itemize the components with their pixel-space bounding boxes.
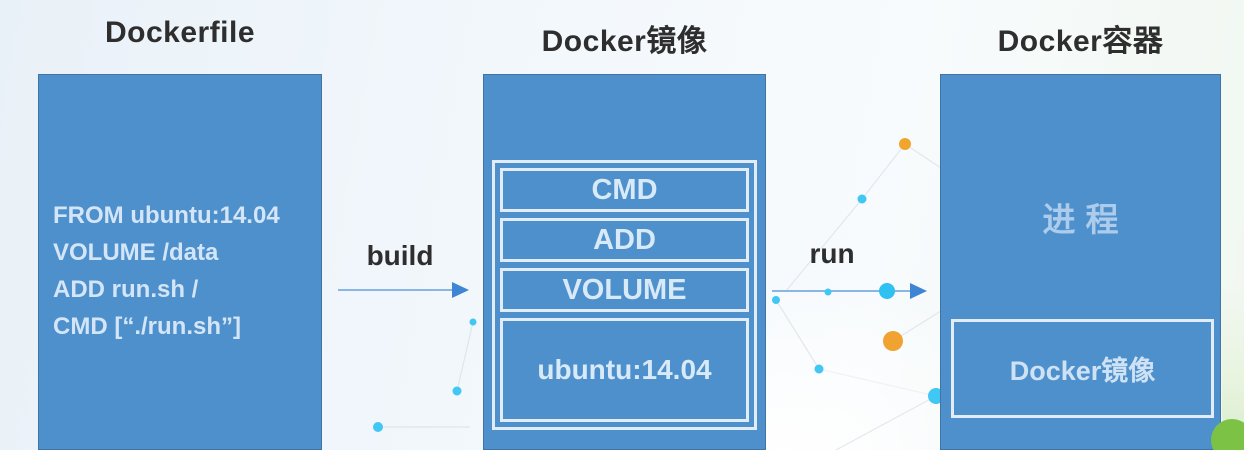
run-label: run <box>809 238 855 269</box>
layer-base-image: ubuntu:14.04 <box>500 318 749 422</box>
docker-container-box: 进程 Docker镜像 <box>940 74 1221 450</box>
code-line-volume: VOLUME /data <box>53 239 219 266</box>
code-line-cmd: CMD [“./run.sh”] <box>53 313 241 340</box>
green-accent-strip <box>1222 290 1244 450</box>
layer-volume: VOLUME <box>500 268 749 312</box>
build-label: build <box>366 240 434 271</box>
layer-add: ADD <box>500 218 749 262</box>
layer-cmd: CMD <box>500 168 749 212</box>
dockerfile-code: FROM ubuntu:14.04 VOLUME /data ADD run.s… <box>53 197 280 345</box>
stage-title-docker-container: Docker容器 <box>997 25 1164 58</box>
docker-image-box: CMD ADD VOLUME ubuntu:14.04 <box>483 74 766 450</box>
process-label: 进程 <box>1042 201 1129 238</box>
stage-title-docker-image: Docker镜像 <box>541 25 708 58</box>
image-layers-container: CMD ADD VOLUME ubuntu:14.04 <box>492 160 757 430</box>
dockerfile-box: FROM ubuntu:14.04 VOLUME /data ADD run.s… <box>38 74 322 450</box>
code-line-from: FROM ubuntu:14.04 <box>53 202 280 229</box>
green-accent-blob <box>1211 419 1244 450</box>
run-arrow <box>772 283 927 299</box>
build-arrow <box>338 282 469 298</box>
code-line-add: ADD run.sh / <box>53 276 199 303</box>
stage-title-dockerfile: Dockerfile <box>104 16 256 49</box>
container-image-box: Docker镜像 <box>951 319 1214 418</box>
